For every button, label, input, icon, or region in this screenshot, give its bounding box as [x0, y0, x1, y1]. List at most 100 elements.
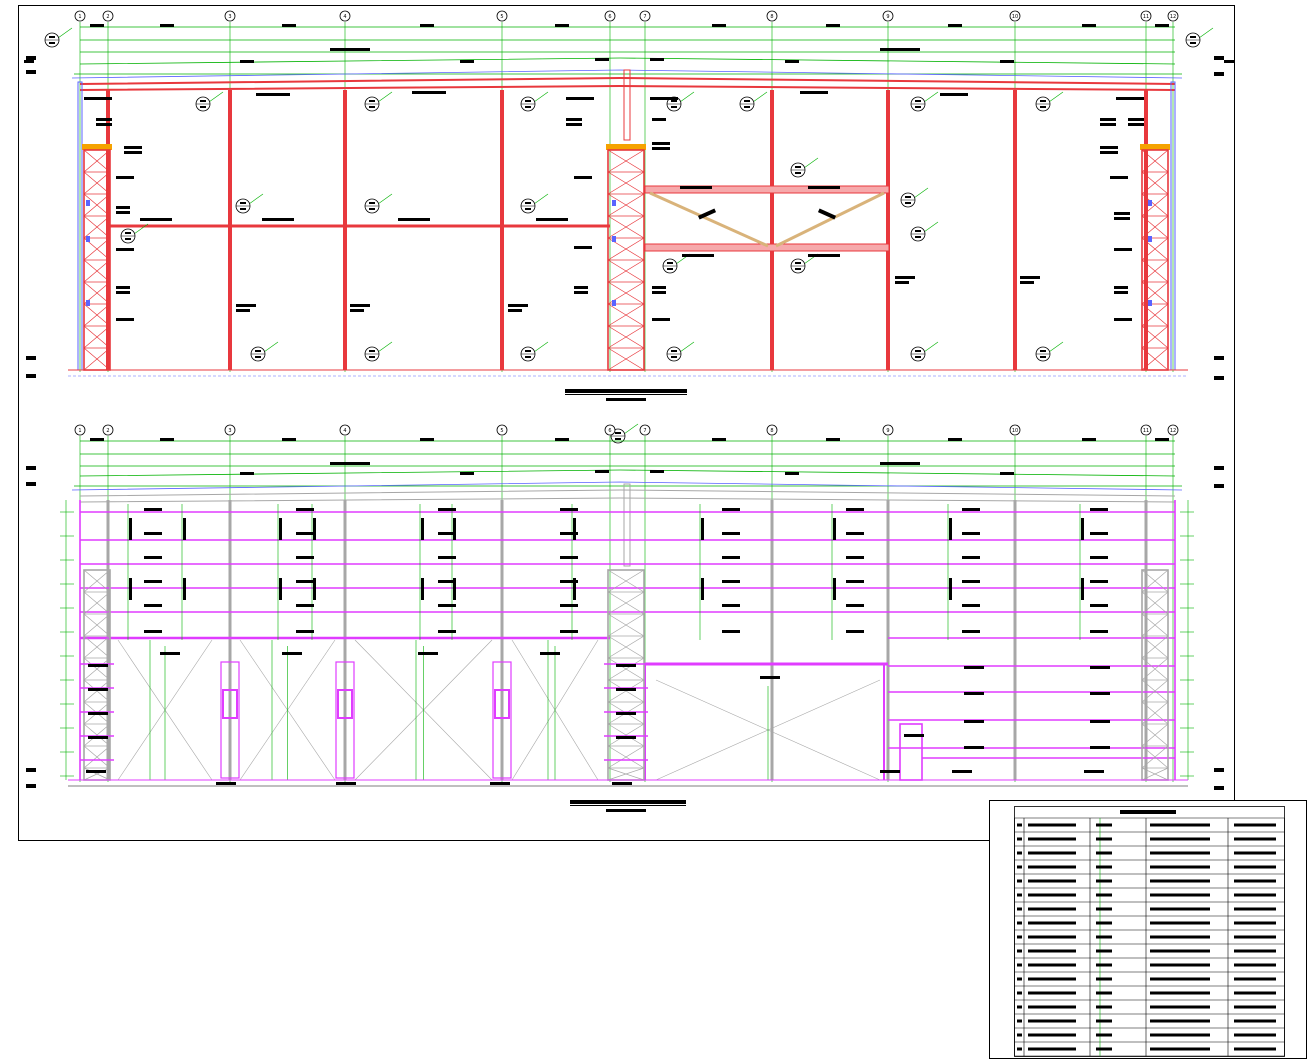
member-label-20 [1100, 146, 1118, 149]
girt-label [846, 604, 864, 607]
legend-cell-desc [1028, 921, 1076, 925]
top-lattice-towers [82, 144, 1170, 371]
grey-column-2 [228, 500, 232, 780]
member-label-5 [650, 97, 678, 100]
legend-cell-profile [1150, 879, 1210, 883]
girt-label [560, 556, 578, 559]
legend-cell-qty [1096, 893, 1112, 897]
callout-leader-2 [208, 91, 224, 103]
member-label-15 [652, 118, 666, 121]
member-label-45 [808, 254, 840, 257]
legend-cell-id [1017, 907, 1022, 911]
callout-leader-20 [377, 341, 393, 353]
tower-left-diag [83, 193, 111, 217]
girt-label [560, 580, 578, 583]
grid-bubble-label-12: 12 [1170, 428, 1176, 434]
tower-center-diag [607, 193, 645, 217]
grid-bubble-label-12: 12 [1170, 14, 1176, 20]
member-label-4 [566, 97, 594, 100]
top-frame-columns [77, 69, 1176, 371]
tower-left-diag [83, 237, 111, 261]
grid-bubble-10 [1009, 424, 1021, 436]
bottom-roof-line [71, 481, 1183, 491]
vdim-text-6 [453, 518, 456, 540]
girt-label [962, 630, 980, 633]
grid-bubble-6 [604, 424, 616, 436]
vdim-text-9 [833, 578, 836, 600]
top-dimension-ticks [90, 24, 1169, 63]
legend-cell-qty [1096, 963, 1112, 967]
legend-cell-profile [1150, 949, 1210, 953]
frame-column-5 [770, 90, 774, 370]
callout-mark-20 [369, 350, 375, 352]
grid-bubble-label-7: 7 [643, 428, 646, 434]
top-dimension-lines [74, 26, 1182, 75]
callout-leader-24 [1048, 341, 1064, 353]
vdim-text-7 [573, 578, 576, 600]
girt-label [722, 580, 740, 583]
grid-bubble-1 [74, 424, 86, 436]
opening-label-4 [540, 652, 560, 655]
legend-cell-profile [1150, 977, 1210, 981]
grid-bubble-12 [1167, 424, 1179, 436]
bottom-tower-center-diag [607, 613, 645, 637]
girt-label [962, 532, 980, 535]
opening-label-28 [952, 770, 972, 773]
bottom-dimension-ticks [90, 438, 1169, 475]
bottom-tower-left-diag [83, 613, 111, 637]
girt-label [296, 630, 314, 633]
girt-label [722, 630, 740, 633]
bracing-node-3 [86, 300, 90, 306]
member-label-10 [96, 123, 112, 126]
callout-mark-9 [1190, 42, 1196, 44]
vdim-text-10 [949, 578, 952, 600]
legend-cell-ref [1234, 963, 1276, 967]
legend-cell-qty [1096, 921, 1112, 925]
top-callout-bubbles [44, 27, 1214, 444]
legend-cell-ref [1234, 893, 1276, 897]
girt-label [962, 556, 980, 559]
legend-cell-ref [1234, 851, 1276, 855]
bottom-level-markers [26, 466, 1224, 790]
vdim-text-1 [129, 578, 132, 600]
bottom-tower-right-diag [1141, 657, 1169, 681]
legend-cell-id [1017, 837, 1022, 841]
grid-bubble-label-11: 11 [1143, 428, 1149, 434]
frame-column-6 [886, 90, 890, 370]
vdim-text-5 [421, 518, 424, 540]
legend-cell-qty [1096, 1005, 1112, 1009]
bracing-node-2 [86, 236, 90, 242]
grid-bubble-label-1: 1 [78, 14, 81, 20]
opening-label-24 [336, 782, 356, 785]
legend-cell-qty [1096, 1033, 1112, 1037]
member-label-34 [116, 318, 134, 321]
callout-leader-5 [679, 91, 695, 103]
callout-mark-10 [240, 202, 246, 204]
bottom-tower-center-frame [607, 569, 645, 781]
member-label-46 [236, 304, 256, 307]
callout-mark-19 [255, 356, 261, 358]
opening-label-22 [86, 770, 106, 773]
callout-leader-10 [248, 193, 264, 205]
legend-cell-desc [1028, 1019, 1076, 1023]
tower-right-diag [1141, 237, 1169, 261]
member-label-56 [1110, 176, 1128, 179]
legend-cell-qty [1096, 935, 1112, 939]
top-caption-underline [565, 394, 687, 395]
legend-cell-id [1017, 823, 1022, 827]
top-roof [71, 69, 1183, 91]
girt-label [438, 556, 456, 559]
callout-mark-7 [915, 100, 921, 102]
grid-bubble-9 [882, 424, 894, 436]
girt-label [296, 532, 314, 535]
grid-bubble-label-8: 8 [770, 428, 773, 434]
bottom-tower-right-diag [1141, 701, 1169, 725]
opening-label-3 [418, 652, 438, 655]
callout-mark-2 [200, 100, 206, 102]
tower-left-diag [83, 215, 111, 239]
member-label-13 [566, 118, 582, 121]
legend-cell-ref [1234, 865, 1276, 869]
vdim-text-8 [701, 518, 704, 540]
member-label-31 [116, 248, 134, 251]
